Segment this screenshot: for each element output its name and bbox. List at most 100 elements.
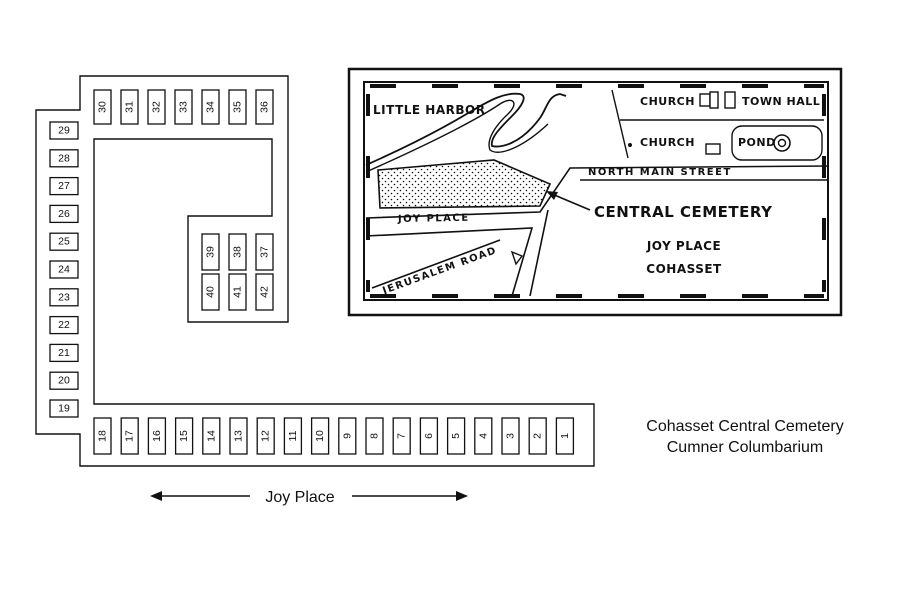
pond-label: POND bbox=[738, 136, 776, 149]
niche-19: 19 bbox=[49, 399, 79, 418]
niche-13: 13 bbox=[229, 417, 248, 455]
road-triangle-marker bbox=[510, 250, 524, 266]
niche-box bbox=[49, 176, 79, 196]
niche-38: 38 bbox=[228, 233, 247, 271]
niche-box bbox=[392, 417, 411, 455]
niche-23: 23 bbox=[49, 288, 79, 307]
niche-box bbox=[501, 417, 520, 455]
niche-1: 1 bbox=[555, 417, 575, 455]
niche-box bbox=[255, 273, 274, 311]
church-mid-label: CHURCH bbox=[640, 136, 695, 149]
niche-7: 7 bbox=[392, 417, 411, 455]
niche-37: 37 bbox=[255, 233, 274, 271]
niche-number: 33 bbox=[178, 101, 190, 113]
church-mid-building bbox=[705, 143, 721, 155]
pond-block bbox=[731, 125, 823, 161]
niche-number: 38 bbox=[232, 246, 244, 258]
cemetery-pointer-line bbox=[551, 193, 591, 211]
niche-box bbox=[228, 273, 247, 311]
niche-number: 5 bbox=[450, 433, 462, 439]
niche-number: 19 bbox=[58, 403, 70, 415]
niche-number: 41 bbox=[232, 286, 244, 298]
niche-14: 14 bbox=[202, 417, 221, 455]
niche-box bbox=[147, 89, 166, 125]
church-top-label: CHURCH bbox=[640, 95, 695, 108]
niche-box bbox=[49, 260, 79, 279]
niche-box bbox=[229, 417, 248, 455]
niche-28: 28 bbox=[49, 149, 79, 168]
niche-number: 13 bbox=[233, 430, 245, 442]
niche-box bbox=[49, 371, 79, 390]
niche-39: 39 bbox=[201, 233, 220, 271]
niche-box bbox=[147, 417, 167, 455]
niche-16: 16 bbox=[147, 417, 167, 455]
niche-36: 36 bbox=[255, 89, 274, 125]
map-inner-frame bbox=[363, 81, 829, 301]
joy-place-arrow-left bbox=[150, 491, 250, 501]
niche-box bbox=[255, 233, 274, 271]
plan-caption: Cohasset Central Cemetery Cumner Columba… bbox=[610, 416, 880, 458]
niche-26: 26 bbox=[49, 204, 79, 224]
niche-29: 29 bbox=[49, 121, 79, 140]
cemetery-pointer-head bbox=[546, 191, 558, 200]
niche-4: 4 bbox=[474, 417, 493, 455]
niche-box bbox=[49, 343, 79, 363]
niche-box bbox=[120, 417, 139, 455]
niche-number: 22 bbox=[58, 319, 70, 331]
town-hall-building bbox=[724, 91, 736, 109]
niche-number: 14 bbox=[205, 430, 217, 442]
niche-box bbox=[202, 417, 221, 455]
joy-place-label: JOY PLACE bbox=[646, 239, 721, 253]
niche-box bbox=[49, 315, 79, 335]
niche-21: 21 bbox=[49, 343, 79, 363]
niche-27: 27 bbox=[49, 176, 79, 196]
niche-number: 36 bbox=[259, 101, 271, 113]
road-branch bbox=[529, 209, 549, 297]
jerusalem-road-edge bbox=[371, 239, 501, 289]
niche-box bbox=[201, 233, 220, 271]
joy-place-arrow-right bbox=[352, 491, 468, 501]
niche-box bbox=[93, 417, 112, 455]
north-main-street-label: NORTH MAIN STREET bbox=[588, 167, 732, 178]
niche-6: 6 bbox=[419, 417, 439, 455]
niche-number: 18 bbox=[97, 430, 109, 442]
niche-number: 7 bbox=[396, 433, 408, 439]
niche-34: 34 bbox=[201, 89, 220, 125]
niche-number: 30 bbox=[97, 101, 109, 113]
niche-18: 18 bbox=[93, 417, 112, 455]
niche-number: 12 bbox=[260, 430, 272, 442]
pond-inner bbox=[777, 138, 787, 148]
niche-10: 10 bbox=[310, 417, 330, 455]
niche-box bbox=[120, 89, 139, 125]
niche-24: 24 bbox=[49, 260, 79, 279]
niche-5: 5 bbox=[446, 417, 466, 455]
niche-32: 32 bbox=[147, 89, 166, 125]
niche-box bbox=[174, 417, 194, 455]
joy-place-road-label: JOY PLACE bbox=[397, 213, 470, 225]
niche-box bbox=[49, 288, 79, 307]
church-top-building bbox=[699, 93, 711, 107]
niche-box bbox=[201, 273, 220, 311]
niche-number: 20 bbox=[58, 375, 70, 387]
niche-41: 41 bbox=[228, 273, 247, 311]
north-main-street-upper bbox=[365, 165, 829, 219]
niche-12: 12 bbox=[256, 417, 275, 455]
niche-box bbox=[49, 121, 79, 140]
pond-outer bbox=[773, 134, 791, 152]
street-label: Joy Place bbox=[265, 489, 334, 506]
niche-40: 40 bbox=[201, 273, 220, 311]
map-outer-frame bbox=[347, 67, 843, 317]
niche-box bbox=[256, 417, 275, 455]
niche-box bbox=[201, 89, 220, 125]
niche-number: 8 bbox=[369, 433, 381, 439]
niche-3: 3 bbox=[501, 417, 520, 455]
joy-place-road-lower bbox=[365, 227, 534, 297]
niche-number: 17 bbox=[124, 430, 136, 442]
niche-number: 2 bbox=[532, 433, 544, 439]
niche-number: 27 bbox=[58, 180, 70, 192]
niche-20: 20 bbox=[49, 371, 79, 390]
niche-number: 42 bbox=[259, 286, 271, 298]
central-cemetery-parcel bbox=[377, 159, 552, 209]
